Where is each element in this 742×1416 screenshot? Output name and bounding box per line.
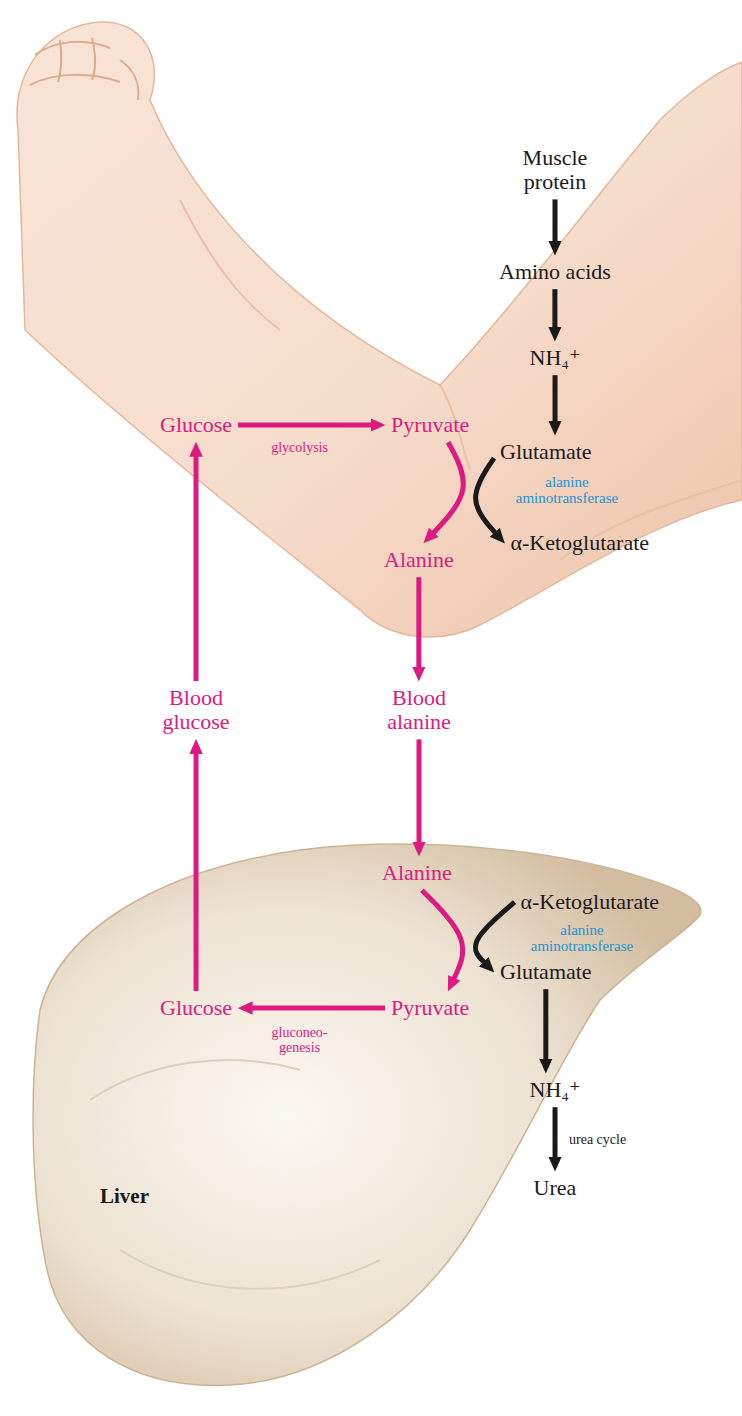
metabolite-node: Glucose	[157, 411, 235, 439]
metabolite-name: Glucose	[160, 413, 232, 437]
pathway-arrow	[552, 289, 557, 328]
metabolite-node: Blood alanine	[366, 684, 472, 736]
metabolite-name: Glucose	[160, 996, 232, 1020]
metabolite-node: Pyruvate	[388, 411, 472, 439]
metabolite-name: NH₄⁺	[530, 1078, 581, 1102]
pathway-arrow	[416, 577, 421, 668]
metabolite-name: Muscle protein	[505, 146, 605, 194]
metabolite-node: Pyruvate	[388, 994, 472, 1022]
metabolite-node: Amino acids	[496, 258, 614, 286]
pathway-arrow	[553, 375, 558, 422]
pathway-arrow	[238, 423, 372, 428]
liver-illustration	[33, 844, 701, 1385]
metabolite-node: NH₄⁺	[527, 344, 584, 372]
pathway-arrow	[194, 752, 199, 991]
metabolite-name: Blood alanine	[369, 686, 469, 734]
pathway-arrow	[475, 902, 514, 963]
metabolite-node: Glutamate	[497, 958, 595, 986]
metabolite-node: Alanine	[381, 546, 457, 574]
metabolite-node: Alanine	[379, 859, 455, 887]
metabolite-name: Alanine	[384, 548, 454, 572]
organ-label: Liver	[100, 1185, 149, 1208]
muscle-shading	[180, 200, 742, 560]
pathway-arrow	[422, 890, 463, 979]
process-label: urea cycle	[569, 1132, 659, 1147]
pathway-arrow	[417, 739, 422, 843]
enzyme-label: alanine aminotransferase	[502, 474, 632, 507]
metabolite-name: Pyruvate	[391, 996, 469, 1020]
pathway-arrow	[553, 199, 558, 242]
metabolite-node: Urea	[531, 1174, 580, 1202]
process-label: glycolysis	[255, 440, 345, 455]
arm-illustration	[17, 22, 742, 637]
metabolite-name: Urea	[534, 1176, 577, 1200]
metabolite-name: Glutamate	[500, 960, 592, 984]
metabolite-node: Glucose	[157, 994, 235, 1022]
metabolite-node: Glutamate	[497, 438, 595, 466]
metabolite-name: Glutamate	[500, 440, 592, 464]
pathway-arrow	[476, 458, 496, 533]
pathway-arrow	[543, 989, 548, 1060]
metabolite-node: α-Ketoglutarate	[508, 529, 653, 557]
metabolite-name: Alanine	[382, 861, 452, 885]
pathway-arrow	[553, 1107, 558, 1158]
metabolite-name: α-Ketoglutarate	[521, 890, 660, 914]
metabolite-node: Blood glucose	[143, 684, 249, 736]
pathway-arrow	[251, 1006, 385, 1011]
metabolite-name: α-Ketoglutarate	[511, 531, 650, 555]
metabolite-node: α-Ketoglutarate	[518, 888, 663, 916]
fist-detail	[30, 38, 138, 100]
process-label: gluconeo- genesis	[260, 1025, 340, 1056]
metabolite-name: NH₄⁺	[530, 346, 581, 370]
metabolite-node: NH₄⁺	[527, 1076, 584, 1104]
liver-shading	[90, 1060, 380, 1289]
metabolite-node: Muscle protein	[502, 144, 608, 196]
metabolite-name: Blood glucose	[146, 686, 246, 734]
pathway-arrow	[433, 442, 464, 533]
metabolite-name: Pyruvate	[391, 413, 469, 437]
enzyme-label: alanine aminotransferase	[517, 922, 647, 955]
metabolite-name: Amino acids	[499, 260, 611, 284]
pathway-arrow	[194, 455, 199, 681]
